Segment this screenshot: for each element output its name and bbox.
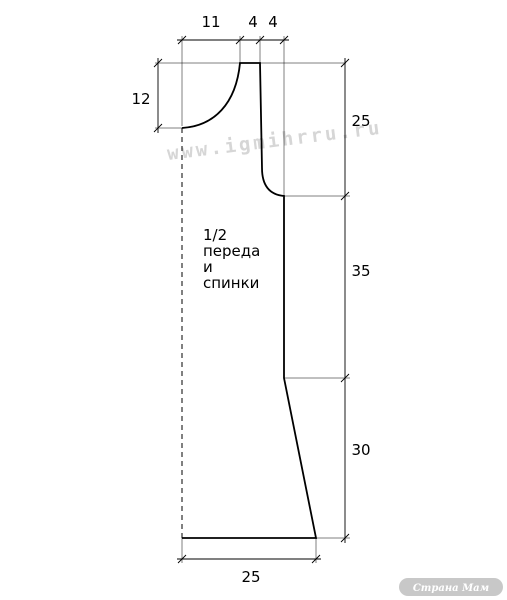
logo-text: Страна Мам — [413, 583, 489, 594]
piece-label-line-2: переда — [203, 242, 260, 260]
piece-label: 1/2 переда и спинки — [203, 226, 260, 292]
dim-hem-width: 25 — [241, 568, 260, 586]
dim-hip-length: 30 — [351, 441, 370, 459]
extension-lines — [155, 36, 350, 563]
dim-waist-length: 35 — [351, 262, 370, 280]
piece-label-line-3: и — [203, 258, 213, 276]
piece-label-line-4: спинки — [203, 274, 259, 292]
piece-label-line-1: 1/2 — [203, 226, 227, 244]
top-dimension-line — [177, 35, 289, 45]
dim-shoulder-width: 4 — [248, 13, 258, 31]
neck-depth-dimension-line — [153, 58, 163, 133]
dim-neck-depth: 12 — [131, 90, 150, 108]
dim-armhole-depth: 25 — [351, 112, 370, 130]
bottom-dimension-line — [177, 554, 321, 564]
right-dimension-line — [340, 58, 350, 543]
logo-badge: Страна Мам — [399, 578, 503, 596]
dim-armhole-width: 4 — [268, 13, 278, 31]
dim-neck-width: 11 — [201, 13, 220, 31]
